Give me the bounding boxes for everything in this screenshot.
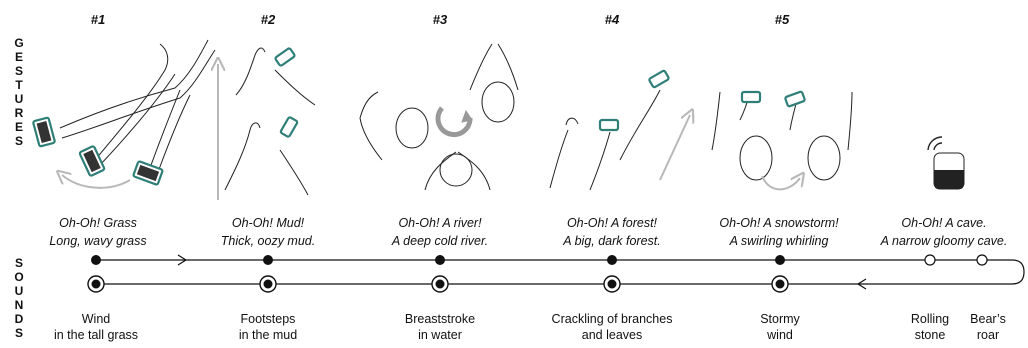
sound-line: Crackling of branches: [532, 311, 692, 327]
cave-quote: Oh-Oh! A cave. A narrow gloomy cave.: [862, 214, 1026, 250]
sound-line: Breaststroke: [360, 311, 520, 327]
sound-node-5: [772, 276, 788, 292]
quote-line: Thick, oozy mud.: [173, 232, 363, 250]
quote-line: Long, wavy grass: [3, 232, 193, 250]
quote-line: Oh-Oh! A snowstorm!: [684, 214, 874, 232]
scene-1-illustration: [33, 40, 215, 188]
quote-line: Oh-Oh! Mud!: [173, 214, 363, 232]
timeline: [88, 255, 1024, 292]
scene-5-sound: Stormy wind: [700, 311, 860, 343]
quote-line: A deep cold river.: [345, 232, 535, 250]
scene-3-sound: Breaststroke in water: [360, 311, 520, 343]
sound-node-4: [604, 276, 620, 292]
quote-line: Oh-Oh! A river!: [345, 214, 535, 232]
cave-node-b: [977, 255, 987, 265]
quote-line: Oh-Oh! Grass: [3, 214, 193, 232]
scene-4-sound: Crackling of branches and leaves: [532, 311, 692, 343]
gesture-node-5: [775, 255, 785, 265]
scene-1-sound: Wind in the tall grass: [16, 311, 176, 343]
gesture-node-3: [435, 255, 445, 265]
scene-4-quote: Oh-Oh! A forest! A big, dark forest.: [517, 214, 707, 250]
scene-4-illustration: [550, 70, 690, 190]
gesture-node-2: [263, 255, 273, 265]
sound-line: Stormy: [700, 311, 860, 327]
sound-line: wind: [700, 327, 860, 343]
sound-line: and leaves: [532, 327, 692, 343]
sound-line: in the mud: [188, 327, 348, 343]
quote-line: A big, dark forest.: [517, 232, 707, 250]
sound-node-3: [432, 276, 448, 292]
sound-node-1: [88, 276, 104, 292]
smart-speaker-icon: [928, 137, 964, 189]
quote-line: A swirling whirling: [684, 232, 874, 250]
scene-2-illustration: [218, 48, 315, 200]
scene-1-quote: Oh-Oh! Grass Long, wavy grass: [3, 214, 193, 250]
scene-2-sound: Footsteps in the mud: [188, 311, 348, 343]
scene-5-illustration: [712, 91, 852, 189]
scene-3-illustration: [360, 44, 518, 190]
scene-3-quote: Oh-Oh! A river! A deep cold river.: [345, 214, 535, 250]
scene-5-quote: Oh-Oh! A snowstorm! A swirling whirling: [684, 214, 874, 250]
gesture-node-4: [607, 255, 617, 265]
sound-line: Footsteps: [188, 311, 348, 327]
sound-line: in water: [360, 327, 520, 343]
scene-2-quote: Oh-Oh! Mud! Thick, oozy mud.: [173, 214, 363, 250]
sound-line: Wind: [16, 311, 176, 327]
cave-sound-bears-roar: Bear’s roar: [950, 311, 1026, 343]
quote-line: Oh-Oh! A forest!: [517, 214, 707, 232]
sound-line: Bear’s: [950, 311, 1026, 327]
sound-node-2: [260, 276, 276, 292]
sound-line: roar: [950, 327, 1026, 343]
gesture-node-1: [91, 255, 101, 265]
quote-line: A narrow gloomy cave.: [862, 232, 1026, 250]
cave-node-a: [925, 255, 935, 265]
quote-line: Oh-Oh! A cave.: [862, 214, 1026, 232]
sound-line: in the tall grass: [16, 327, 176, 343]
